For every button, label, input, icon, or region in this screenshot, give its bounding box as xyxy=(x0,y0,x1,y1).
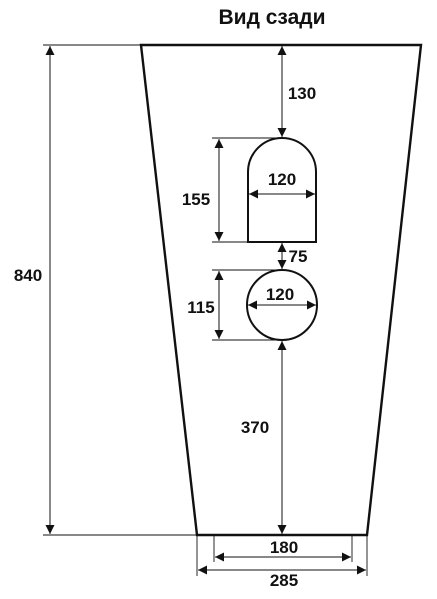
drawing-title: Вид сзади xyxy=(219,6,326,29)
dim-upper-height: 155 xyxy=(182,190,210,209)
dim-gap: 75 xyxy=(289,247,308,266)
dim-circle-width: 120 xyxy=(266,285,294,304)
dim-inner-width: 180 xyxy=(270,538,298,557)
dim-upper-width: 120 xyxy=(268,170,296,189)
upper-opening xyxy=(247,137,317,243)
dim-circle-height: 115 xyxy=(187,298,214,317)
dim-bottom-width: 285 xyxy=(270,571,298,590)
dim-top-gap: 130 xyxy=(288,84,316,103)
dim-overall-height: 840 xyxy=(14,266,42,285)
dim-lower-gap: 370 xyxy=(241,418,269,437)
